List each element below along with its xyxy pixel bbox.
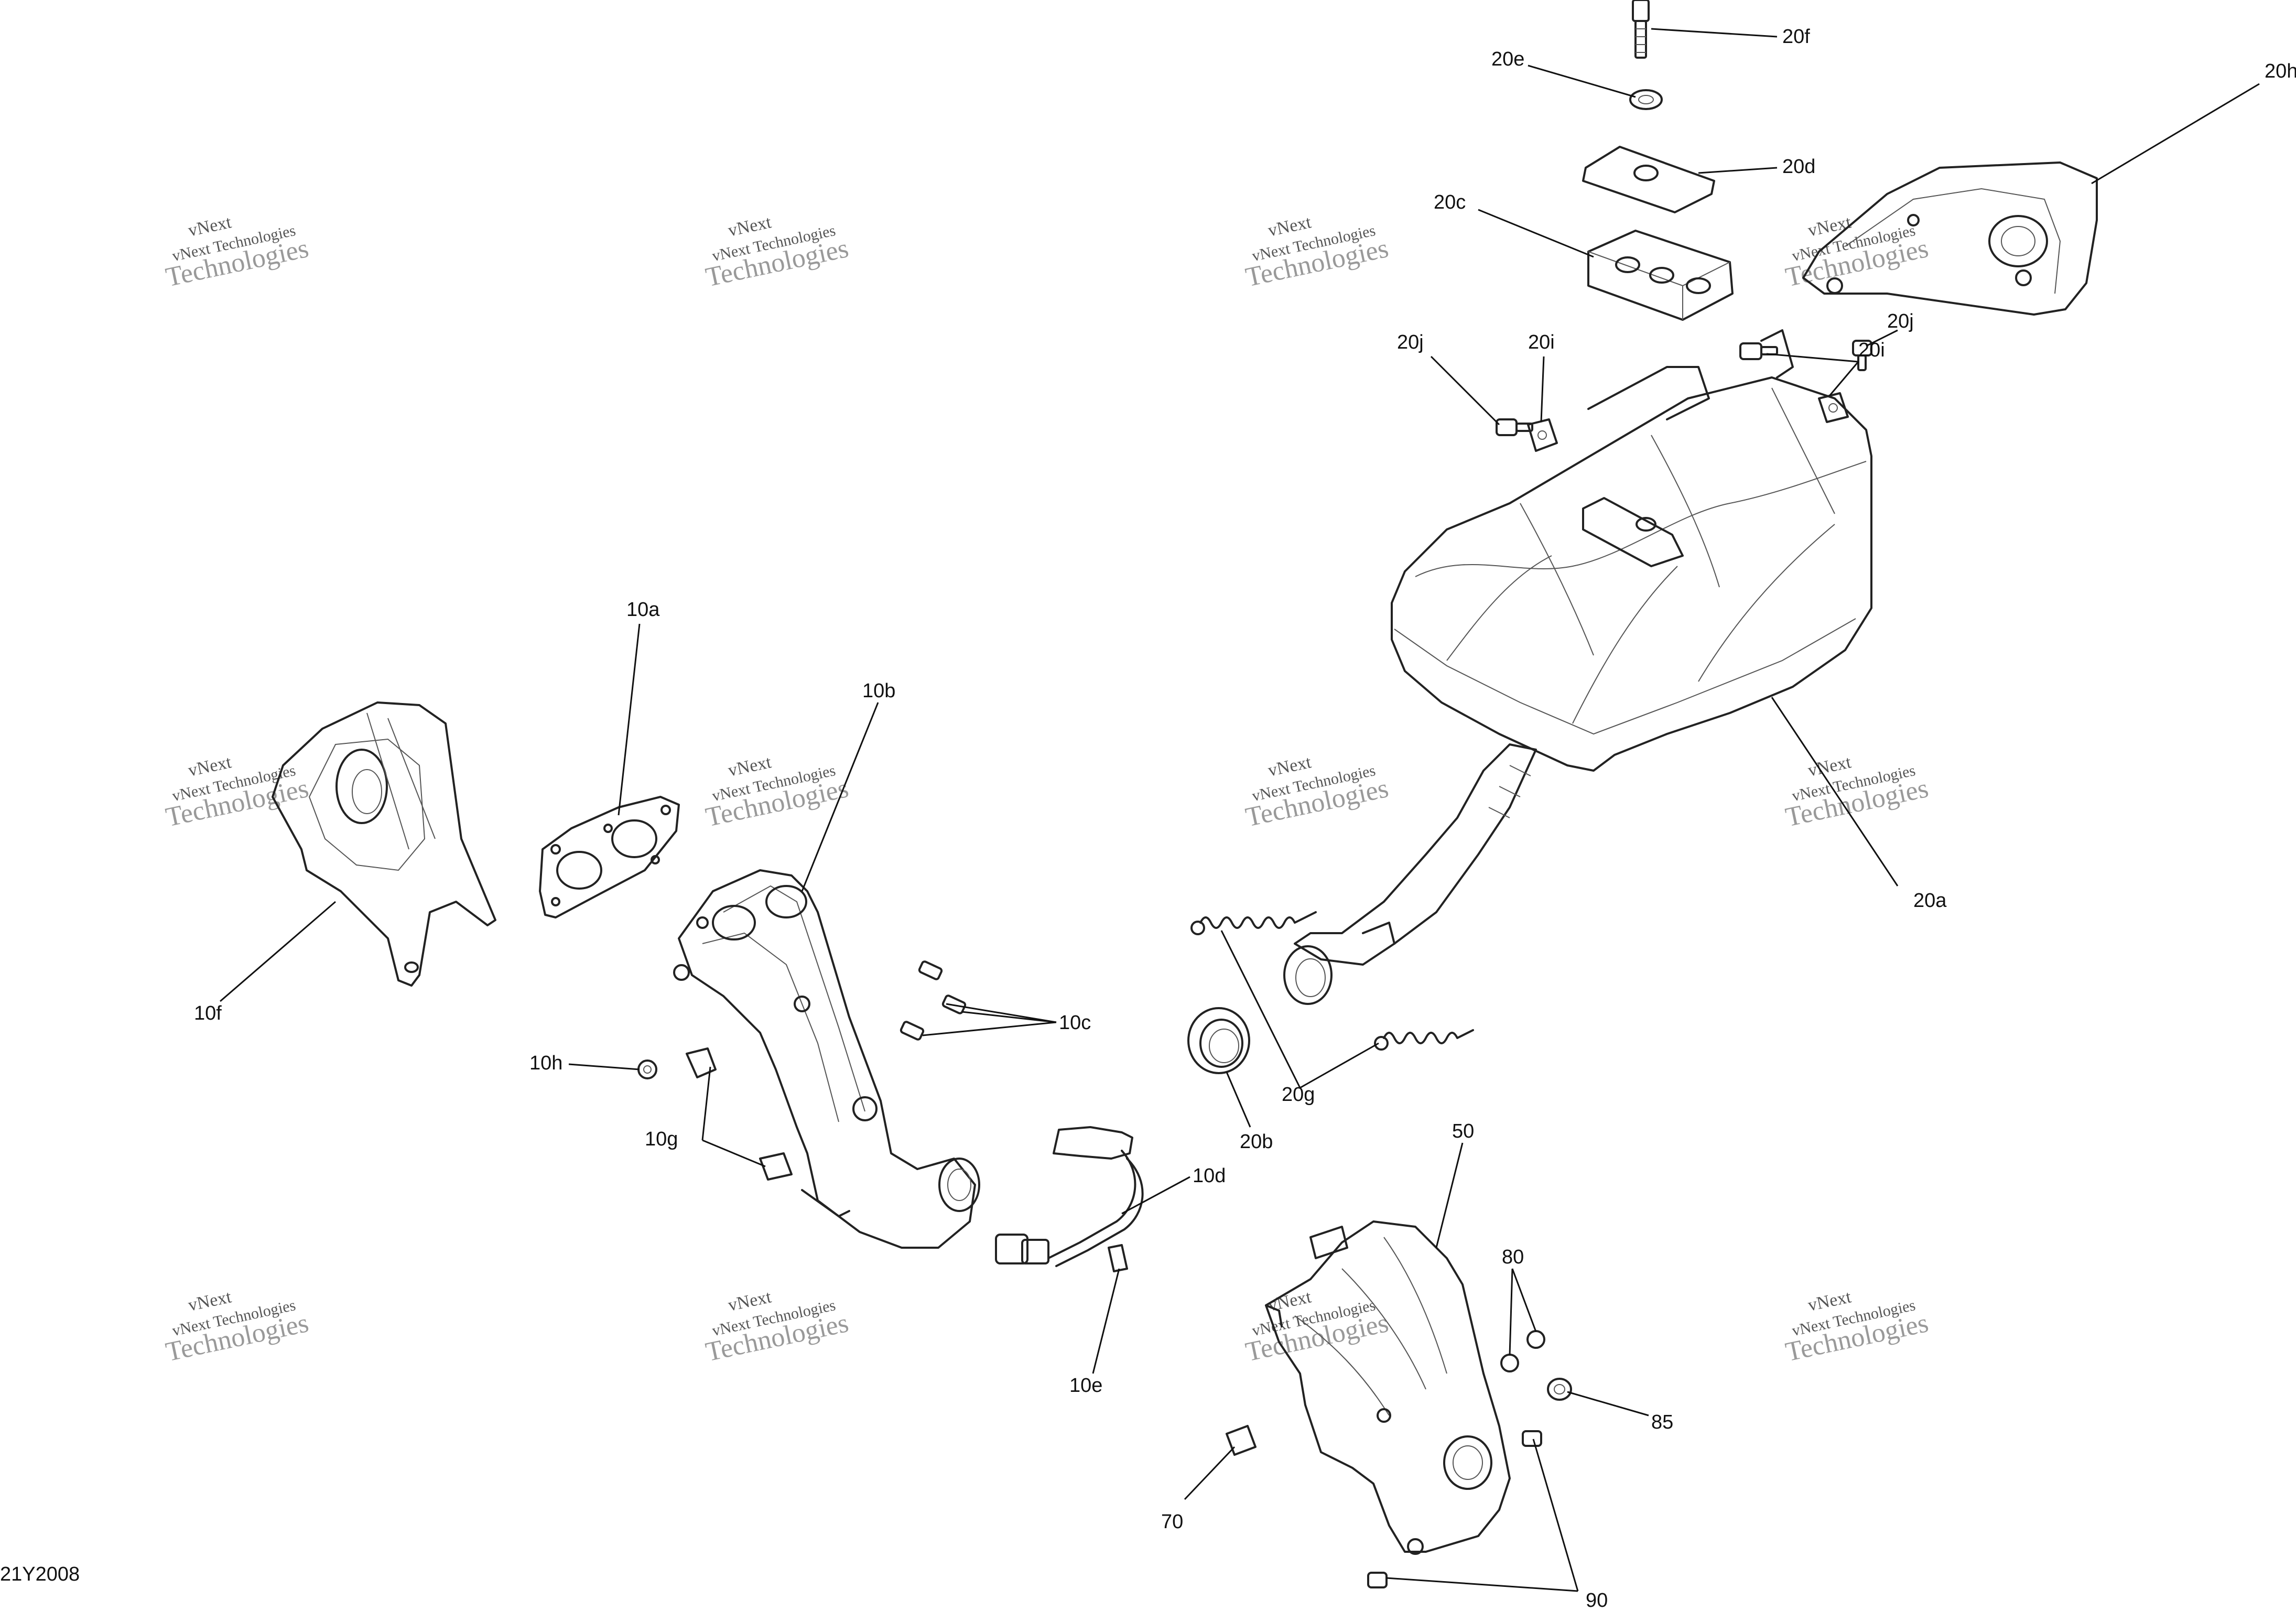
callout-50: 50 — [1452, 1120, 1474, 1142]
part-clip-70 — [1226, 1425, 1257, 1456]
callout-10a: 10a — [626, 599, 660, 621]
watermark: vNext vNext Technologies Technologies — [703, 212, 851, 293]
part-gasket-10a — [539, 796, 680, 918]
part-nut-20i-right — [1818, 392, 1849, 423]
part-exhaust-tip-20h — [1802, 161, 2098, 316]
part-screw-20j-right-2 — [1739, 342, 1778, 360]
part-muffler-20a — [1283, 329, 1872, 1005]
part-washer-20e — [1629, 89, 1663, 110]
callout-70: 70 — [1161, 1511, 1183, 1533]
part-studs-10c — [900, 960, 967, 1041]
watermark: vNext vNext Technologies Technologies — [703, 752, 851, 832]
callout-20g: 20g — [1282, 1084, 1315, 1106]
watermark: vNext vNext Technologies Technologies — [1243, 752, 1391, 832]
part-bolt-20f — [1632, 0, 1650, 59]
callout-10f: 10f — [194, 1002, 222, 1024]
watermark: vNext vNext Technologies Technologies — [1783, 1287, 1931, 1367]
callout-20j-right: 20j — [1887, 310, 1914, 332]
watermark: vNext vNext Technologies Technologies — [163, 752, 311, 832]
callout-20j-left: 20j — [1397, 331, 1424, 353]
part-clips-10g — [686, 1047, 793, 1181]
callout-20i-left: 20i — [1528, 331, 1555, 353]
part-heat-shield-10f — [272, 701, 496, 987]
part-springs-20g — [1190, 911, 1474, 1051]
watermark: vNext vNext Technologies Technologies — [163, 1287, 311, 1367]
callout-85: 85 — [1651, 1411, 1673, 1433]
leader-lines — [220, 28, 2260, 1592]
watermark: vNext vNext Technologies Technologies — [1783, 212, 1931, 293]
part-heat-shield-50 — [1265, 1220, 1511, 1555]
callout-20e: 20e — [1491, 48, 1524, 70]
callout-20c: 20c — [1434, 191, 1466, 213]
callout-10g: 10g — [645, 1128, 678, 1150]
callout-20b: 20b — [1240, 1131, 1273, 1153]
callout-20h: 20h — [2265, 60, 2296, 82]
callout-80: 80 — [1502, 1246, 1524, 1268]
callout-10d: 10d — [1193, 1165, 1226, 1187]
watermark: vNext vNext Technologies Technologies — [1243, 1287, 1391, 1367]
diagram-code: 21Y2008 — [0, 1563, 80, 1585]
part-nut-10h — [637, 1059, 657, 1079]
callout-10b: 10b — [862, 680, 895, 702]
callout-20a: 20a — [1913, 890, 1947, 912]
part-bracket-plate-20d — [1582, 146, 1715, 213]
part-rubber-mount-20c — [1587, 230, 1734, 321]
part-exhaust-manifold-10b — [673, 869, 980, 1249]
callout-90: 90 — [1586, 1590, 1608, 1611]
part-washer-85 — [1547, 1378, 1572, 1401]
part-screws-90 — [1367, 1430, 1542, 1588]
part-nuts-80 — [1500, 1330, 1545, 1372]
watermarks: vNext vNext Technologies Technologies vN… — [163, 212, 1931, 1367]
callouts: 10a 10b 10c 10d 10e 10f 10g 10h 20a 20b … — [194, 26, 2296, 1611]
watermark: vNext vNext Technologies Technologies — [1243, 212, 1391, 293]
callout-10e: 10e — [1069, 1375, 1102, 1397]
callout-20i-right: 20i — [1858, 339, 1885, 361]
callout-20d: 20d — [1782, 156, 1815, 178]
part-screw-20j-left — [1496, 418, 1533, 436]
part-clip-10e — [1108, 1244, 1128, 1272]
callout-10h: 10h — [529, 1052, 562, 1074]
watermark: vNext vNext Technologies Technologies — [703, 1287, 851, 1367]
callout-10c: 10c — [1059, 1012, 1091, 1034]
watermark: vNext vNext Technologies Technologies — [163, 212, 311, 293]
part-exhaust-ring-20b — [1187, 1007, 1250, 1074]
callout-20f: 20f — [1782, 26, 1810, 48]
part-nut-20i-left — [1527, 418, 1558, 452]
